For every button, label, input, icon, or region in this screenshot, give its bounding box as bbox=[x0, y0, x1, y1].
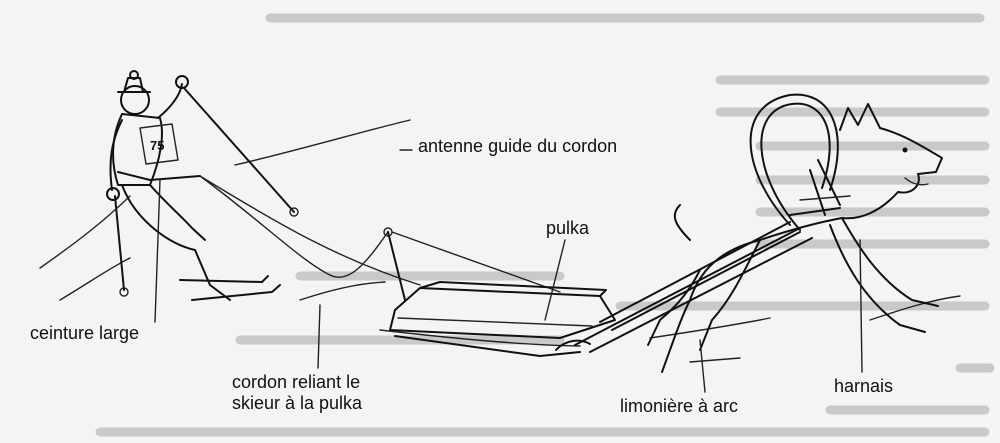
pulka-sled bbox=[390, 282, 615, 356]
label-pulka: pulka bbox=[546, 218, 589, 239]
shafts-arc bbox=[575, 95, 838, 352]
leader-lines bbox=[155, 150, 862, 392]
label-cordon-line1: cordon reliant le bbox=[232, 372, 362, 393]
label-ceinture-large: ceinture large bbox=[30, 323, 139, 344]
bib-number: 75 bbox=[150, 138, 164, 153]
label-antenne-guide: antenne guide du cordon bbox=[418, 136, 617, 157]
skier: 75 bbox=[107, 71, 298, 300]
label-cordon-line2: skieur à la pulka bbox=[232, 393, 362, 414]
bleed-through-text bbox=[100, 18, 990, 432]
label-limoniere-a-arc: limonière à arc bbox=[620, 396, 738, 417]
label-cordon: cordon reliant le skieur à la pulka bbox=[232, 372, 362, 414]
label-harnais: harnais bbox=[834, 376, 893, 397]
